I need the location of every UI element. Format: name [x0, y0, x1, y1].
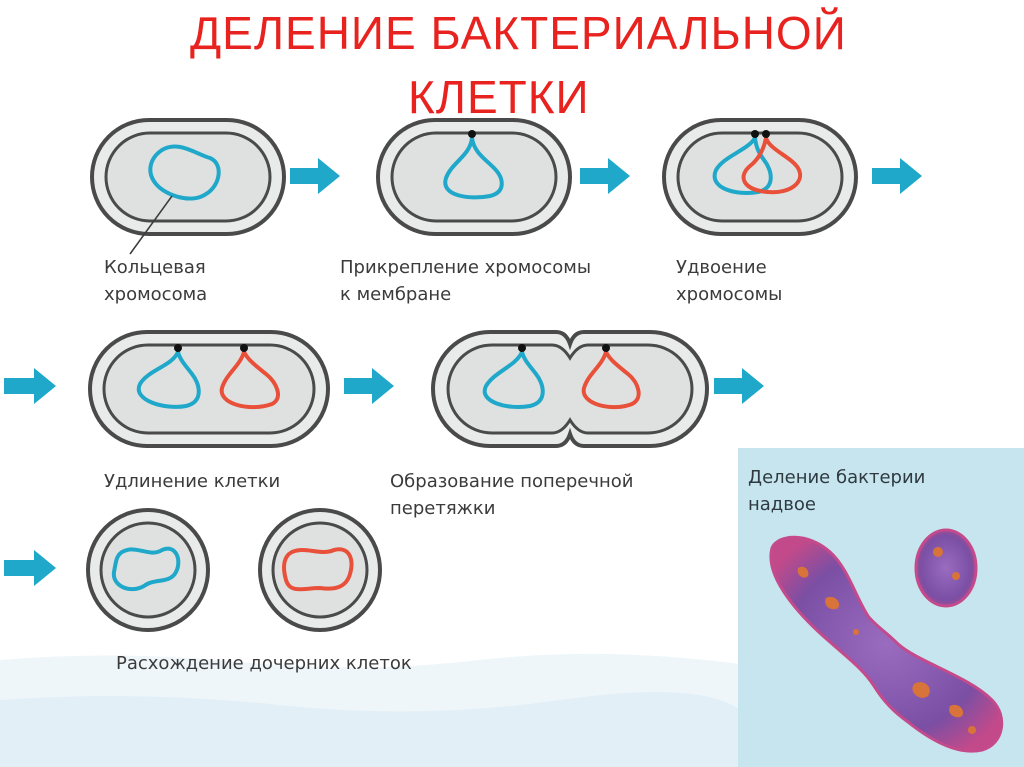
stage-label-6: Расхождение дочерних клеток [116, 653, 412, 674]
cell-membrane [676, 131, 844, 223]
background-wave [0, 692, 740, 767]
daughter-cell-1 [86, 508, 210, 632]
chromosome-parent [482, 345, 545, 409]
stage-label-2: Прикрепление хромосомы к мембране [340, 257, 592, 305]
attachment-point [240, 344, 248, 352]
attachment-point [468, 130, 476, 138]
bacterium-speck [949, 704, 964, 718]
arrow-icon [290, 158, 340, 194]
attachment-point [602, 344, 610, 352]
cell-2 [376, 118, 572, 236]
bacterium-dividing [769, 535, 1004, 753]
bacterium-speck [952, 572, 960, 580]
label-pointer [129, 195, 173, 255]
chromosome-copy [741, 130, 802, 195]
bacterium-speck [933, 547, 943, 557]
chromosome-copy [282, 547, 354, 592]
stage-label-4: Удлинение клетки [104, 471, 281, 492]
chromosome-parent [136, 345, 201, 409]
bacterium-speck [853, 629, 859, 635]
arrow-icon [344, 368, 394, 404]
bacterium-speck [825, 596, 840, 610]
arrow-icon [714, 368, 764, 404]
attachment-point [751, 130, 759, 138]
bacterium-speck [968, 726, 976, 734]
cell-membrane [104, 131, 272, 223]
arrow-icon [4, 550, 56, 586]
attachment-point [174, 344, 182, 352]
stage-label-1: Кольцевая хромосома [104, 257, 208, 305]
attachment-point [518, 344, 526, 352]
chromosome-parent [111, 546, 181, 592]
arrow-icon [4, 368, 56, 404]
cell-5 [431, 330, 709, 448]
micrograph-caption: Деление бактерии надвое [748, 467, 926, 515]
arrow-icon [872, 158, 922, 194]
bacterium-micrograph [769, 528, 1004, 753]
chromosome-copy [219, 346, 280, 410]
arrow-icon [580, 158, 630, 194]
bacterium-small [914, 528, 978, 608]
page-title-line-2: КЛЕТКИ [408, 71, 590, 123]
cell-membrane [271, 521, 369, 619]
stage-label-3: Удвоение хромосомы [676, 257, 783, 305]
attachment-point [762, 130, 770, 138]
cell-membrane [99, 521, 197, 619]
cell-4 [88, 330, 330, 448]
cell-1 [90, 118, 286, 255]
chromosome-copy [581, 346, 641, 410]
bacterium-speck [797, 566, 809, 578]
cell-membrane [102, 343, 316, 435]
page-title-line-1: ДЕЛЕНИЕ БАКТЕРИАЛЬНОЙ [190, 7, 847, 59]
cell-3 [662, 118, 858, 236]
daughter-cell-2 [258, 508, 382, 632]
bacterium-speck [912, 682, 930, 698]
chromosome-parent [148, 144, 221, 201]
stage-label-5: Образование поперечной перетяжки [390, 471, 634, 519]
chromosome-parent [443, 137, 504, 200]
micrograph-panel: Деление бактерии надвое [738, 448, 1024, 767]
